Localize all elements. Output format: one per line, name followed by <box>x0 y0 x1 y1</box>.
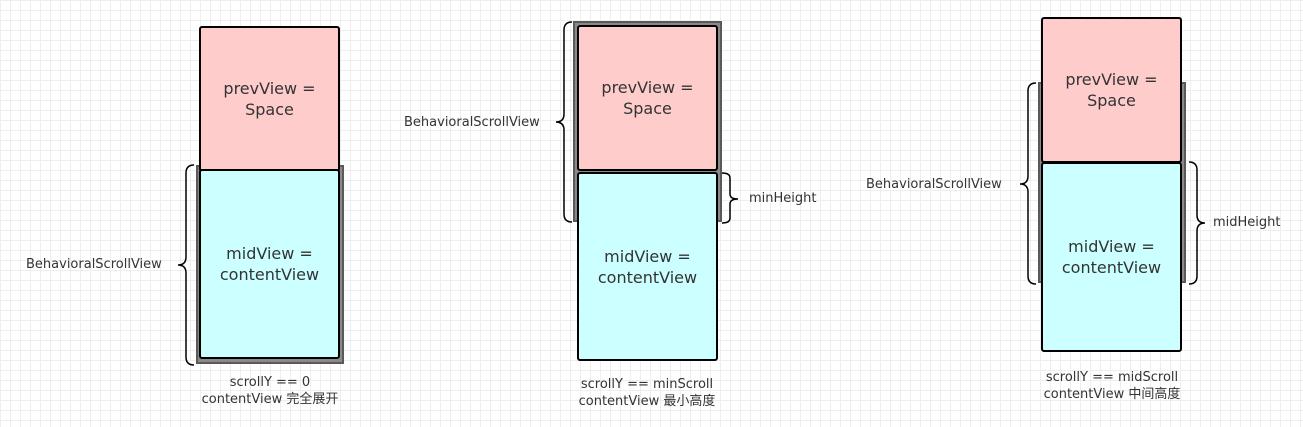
scroll-view-brace-2 <box>555 21 573 223</box>
mid-view-label-line2: contentView <box>597 267 698 287</box>
prev-view-box-3: prevView = Space <box>1041 17 1182 163</box>
prev-view-box-1: prevView = Space <box>199 26 340 172</box>
mid-view-label-line2: contentView <box>219 265 320 284</box>
mid-view-label-line2: contentView <box>1061 258 1162 277</box>
height-brace-3 <box>1188 161 1206 285</box>
caption-line1: scrollY == minScroll <box>580 377 714 392</box>
state-caption-2: scrollY == minScroll contentView 最小高度 <box>547 376 747 410</box>
prev-view-label-line2: Space <box>1087 91 1136 110</box>
mid-view-box-2: midView = contentView <box>577 172 718 361</box>
height-brace-2 <box>721 172 739 224</box>
prev-view-label-line2: Space <box>623 99 672 118</box>
caption-line1: scrollY == midScroll <box>1045 370 1179 385</box>
caption-line2: contentView 中间高度 <box>1043 387 1181 402</box>
prev-view-label-line1: prevView = <box>1065 70 1158 89</box>
scroll-view-brace-3 <box>1019 82 1037 285</box>
height-label-3: midHeight <box>1213 215 1281 230</box>
caption-line2: contentView 最小高度 <box>578 394 716 409</box>
scroll-view-label-3: BehavioralScrollView <box>866 177 1002 192</box>
caption-line2: contentView 完全展开 <box>201 392 339 407</box>
caption-line1: scrollY == 0 <box>229 375 311 390</box>
mid-view-label-line1: midView = <box>604 246 691 266</box>
prev-view-label-line1: prevView = <box>223 79 316 98</box>
scroll-view-label-2: BehavioralScrollView <box>404 115 540 130</box>
mid-view-box-1: midView = contentView <box>199 169 340 359</box>
mid-view-label-line1: midView = <box>226 244 313 263</box>
mid-view-box-3: midView = contentView <box>1041 162 1182 352</box>
height-label-2: minHeight <box>749 191 817 206</box>
scroll-view-label-1: BehavioralScrollView <box>26 257 162 272</box>
state-caption-3: scrollY == midScroll contentView 中间高度 <box>1012 369 1212 403</box>
scroll-view-brace-1 <box>177 164 195 366</box>
mid-view-label-line1: midView = <box>1068 237 1155 256</box>
prev-view-box-2: prevView = Space <box>577 25 718 171</box>
prev-view-label-line1: prevView = <box>601 78 694 97</box>
prev-view-label-line2: Space <box>245 100 294 119</box>
state-caption-1: scrollY == 0 contentView 完全展开 <box>170 374 370 408</box>
